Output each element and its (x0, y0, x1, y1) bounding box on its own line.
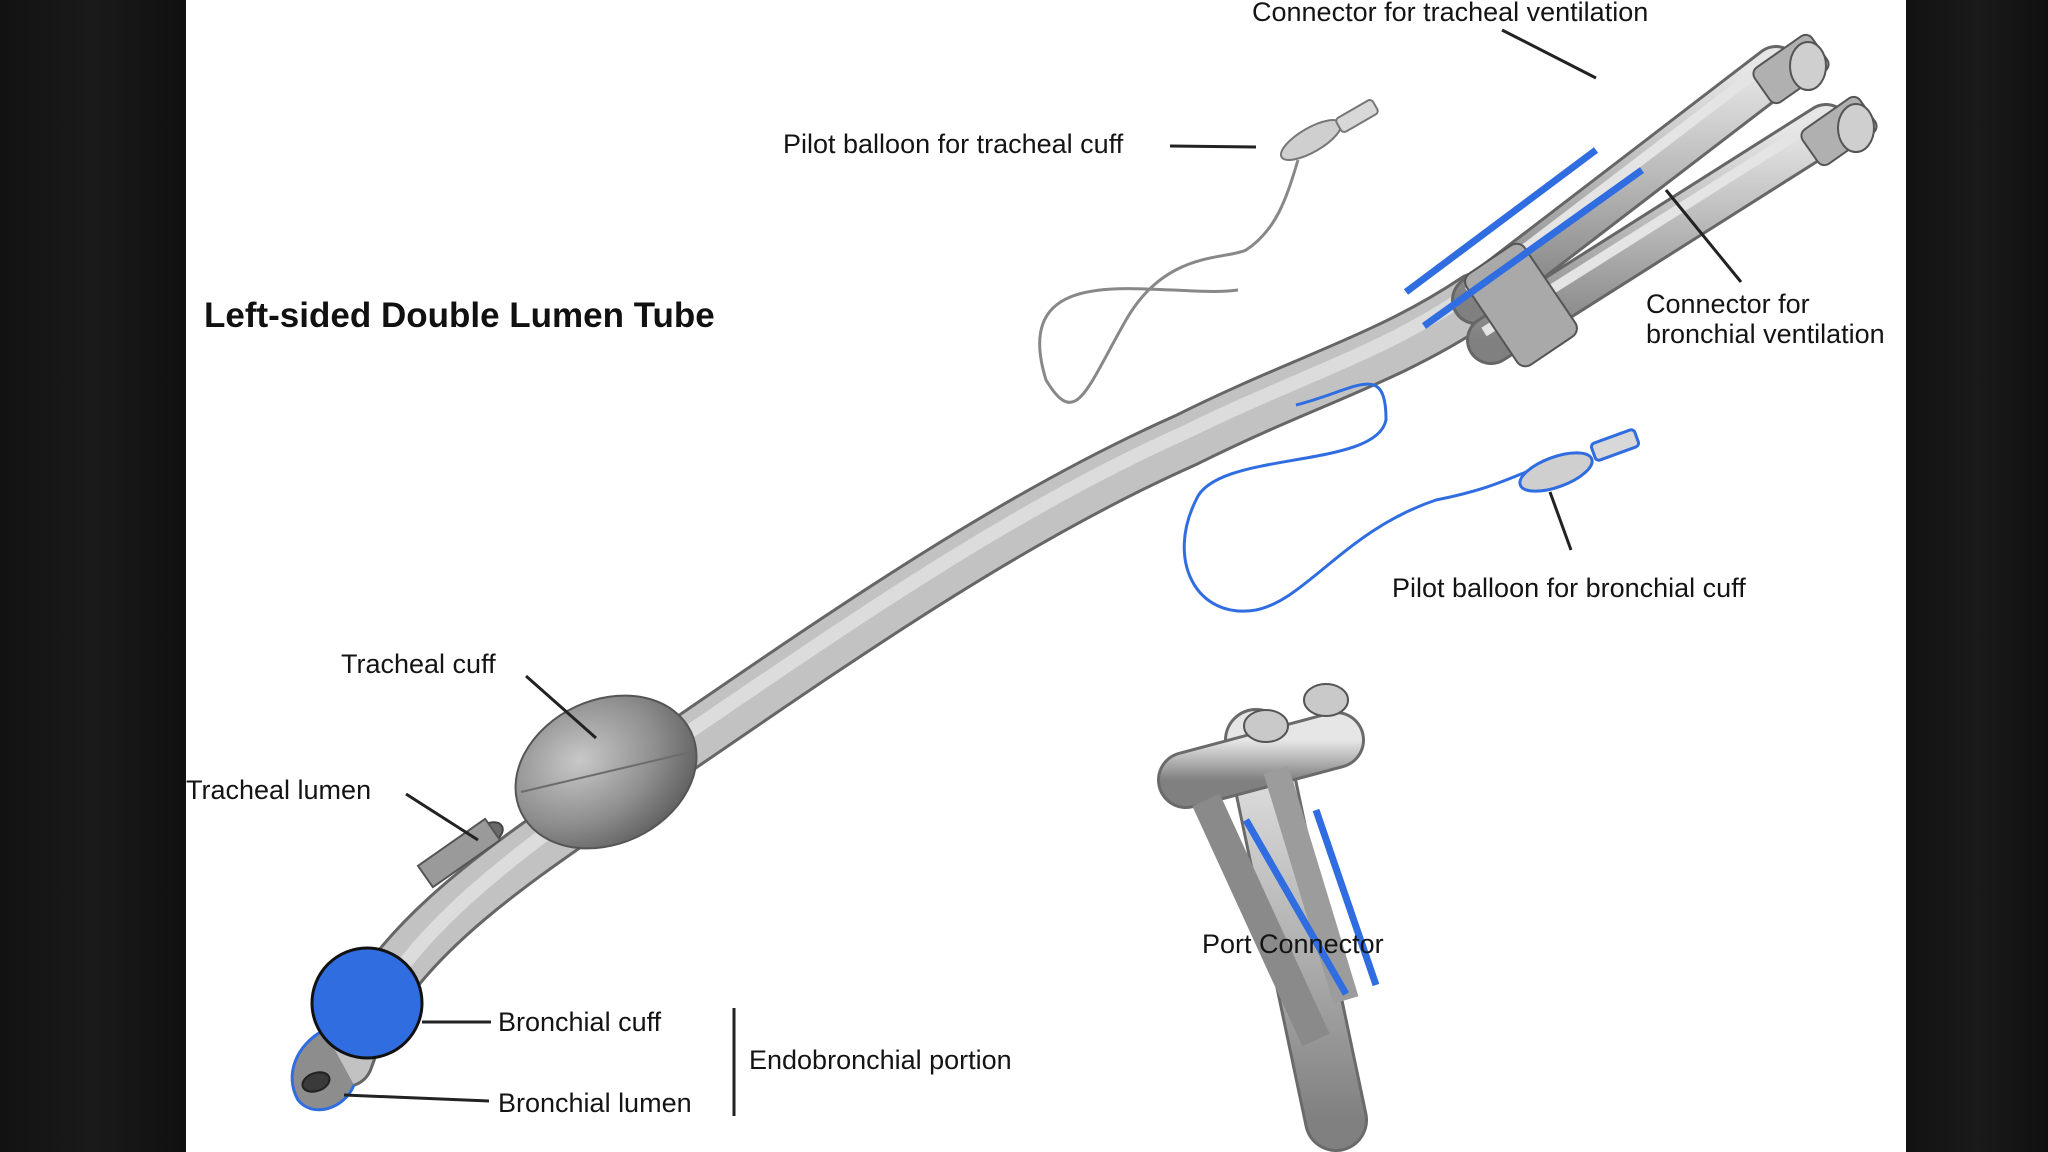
bronchial-connector (1800, 95, 1878, 167)
label-connector-bronchial-line1: Connector for (1646, 289, 1810, 319)
right-dark-margin (1906, 0, 2048, 1152)
label-bronchial-cuff: Bronchial cuff (498, 1007, 662, 1037)
label-endobronchial-portion: Endobronchial portion (749, 1045, 1012, 1075)
label-pilot-balloon-bronchial: Pilot balloon for bronchial cuff (1392, 573, 1746, 603)
bronchial-pilot-balloon (1182, 382, 1641, 613)
tracheal-cuff (514, 694, 698, 850)
bronchial-tip (290, 1028, 356, 1112)
tracheal-connector (1752, 33, 1830, 105)
label-connector-tracheal: Connector for tracheal ventilation (1252, 0, 1649, 27)
label-pilot-balloon-tracheal: Pilot balloon for tracheal cuff (783, 129, 1124, 159)
label-tracheal-lumen: Tracheal lumen (186, 775, 372, 805)
main-tube (318, 272, 1504, 1088)
label-port-connector: Port Connector (1202, 929, 1384, 959)
port-connector-illustration (1157, 683, 1380, 1152)
tracheal-lumen-opening (416, 817, 504, 889)
label-connector-bronchial-line2: bronchial ventilation (1646, 319, 1885, 349)
diagram-title: Left-sided Double Lumen Tube (204, 296, 715, 335)
leader-lines (343, 28, 1743, 1116)
label-bronchial-lumen: Bronchial lumen (498, 1088, 692, 1118)
bronchial-cuff-marker (310, 946, 424, 1060)
left-dark-margin (0, 0, 186, 1152)
tube-illustration (290, 28, 1878, 1152)
bronchial-limb-highlight (1403, 147, 1645, 329)
slide: Left-sided Double Lumen Tube Connector f… (186, 0, 1906, 1152)
tracheal-pilot-balloon (1038, 99, 1379, 404)
label-tracheal-cuff: Tracheal cuff (341, 649, 496, 679)
